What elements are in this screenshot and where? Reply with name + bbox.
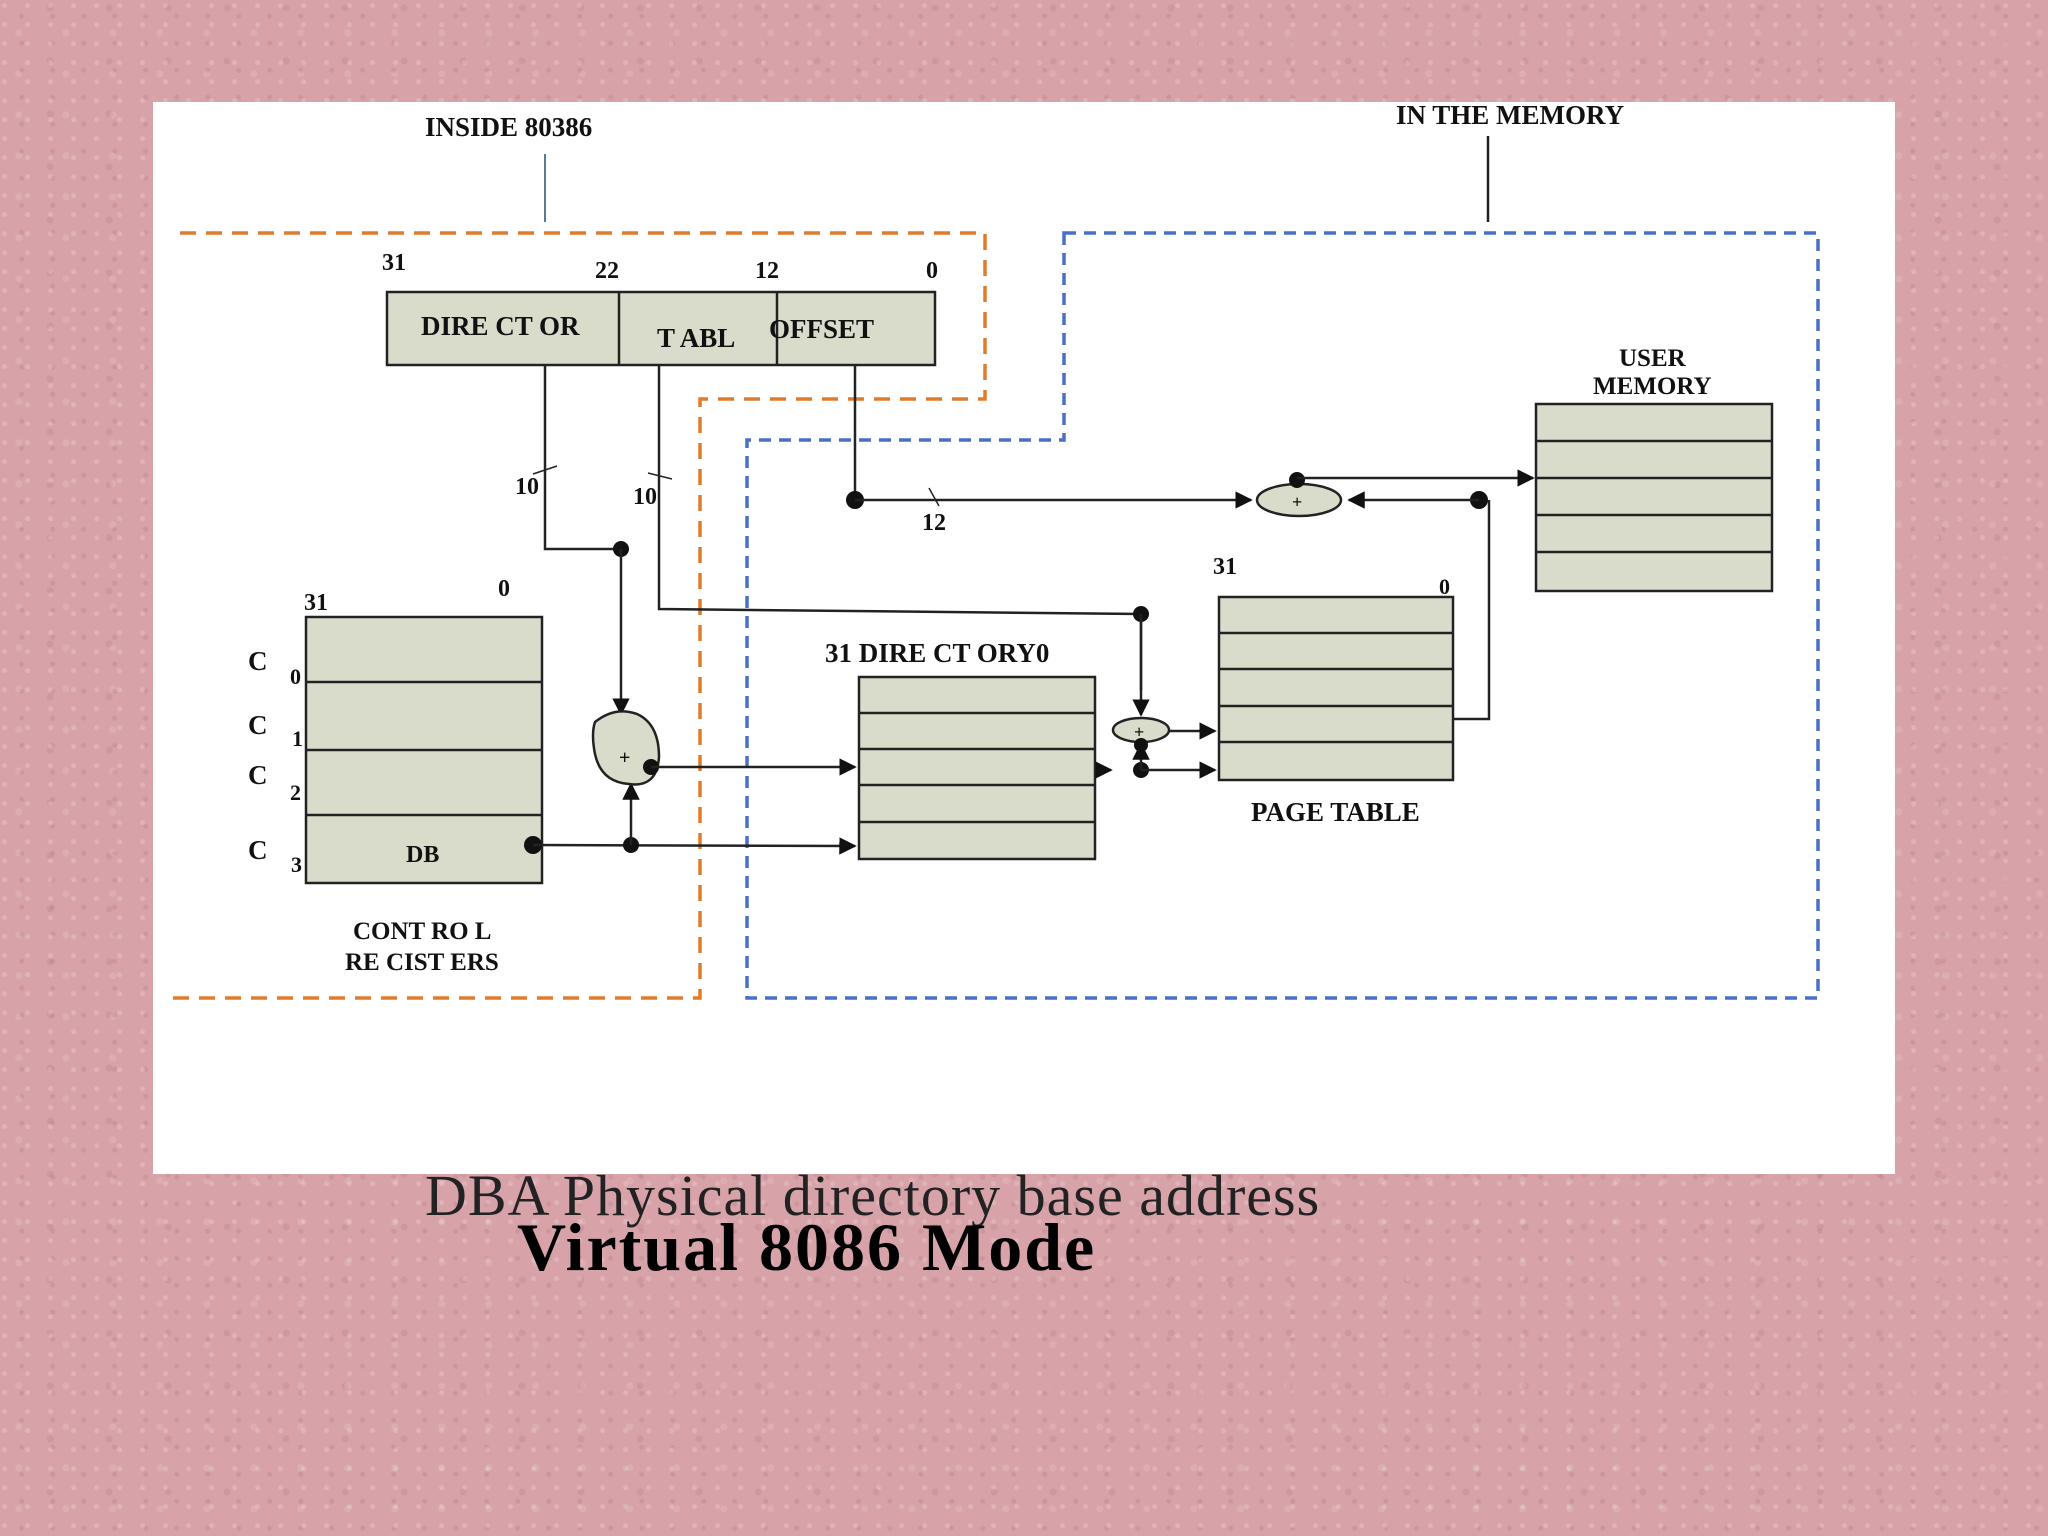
- cr3-index: 3: [291, 852, 302, 877]
- control-bit-0: 0: [498, 576, 510, 602]
- directory-adder-symbol: +: [619, 747, 630, 769]
- figure-caption: DBA Physical directory base address: [425, 1163, 1321, 1228]
- cr1-index: 1: [292, 726, 303, 751]
- cr0-letter: C: [248, 646, 268, 676]
- linear-bit-22: 22: [595, 258, 619, 284]
- paging-diagram: INSIDE 80386 IN THE MEMORY 31 22 12 0 DI…: [167, 102, 1820, 1000]
- page-table-bit-0: 0: [1439, 574, 1450, 599]
- user-memory-title-1: USER: [1619, 345, 1687, 372]
- linear-bit-31: 31: [382, 250, 406, 276]
- directory-bits-wire: [543, 365, 621, 551]
- table-bits-width: 10: [633, 484, 657, 510]
- offset-bits-width: 12: [922, 510, 946, 536]
- user-memory-title-2: MEMORY: [1593, 373, 1712, 400]
- page-table-adder-output-dot: [1134, 738, 1148, 752]
- page-table-entry-out: [1453, 500, 1491, 721]
- user-memory-box: [1534, 402, 1774, 593]
- linear-bit-0: 0: [926, 258, 938, 284]
- cr2-letter: C: [248, 760, 268, 790]
- linear-bit-12: 12: [755, 258, 779, 284]
- slide-title: Virtual 8086 Mode: [517, 1209, 1097, 1285]
- directory-bits-tick: [532, 465, 558, 475]
- memory-adder-symbol: +: [1292, 492, 1302, 512]
- page-table-adder-symbol: +: [1134, 722, 1144, 742]
- page-table-title: PAGE TABLE: [1251, 797, 1420, 827]
- control-registers-title-1: CONT RO L: [353, 918, 491, 945]
- page-table-bit-31: 31: [1213, 554, 1237, 580]
- figure-panel: INSIDE 80386 IN THE MEMORY 31 22 12 0 DI…: [153, 102, 1895, 1228]
- memory-boundary: [745, 231, 1820, 1000]
- cr3-letter: C: [248, 835, 268, 865]
- inside-80386-label: INSIDE 80386: [425, 112, 592, 142]
- page-directory-table: [857, 675, 1097, 861]
- cr2-index: 2: [290, 780, 301, 805]
- offset-field-label: OFFSET: [769, 314, 874, 344]
- in-the-memory-label: IN THE MEMORY: [1396, 102, 1624, 130]
- directory-bits-width: 10: [515, 474, 539, 500]
- table-field-label: T ABL: [657, 323, 735, 353]
- offset-bits-tick: [928, 487, 940, 507]
- directory-adder: [591, 710, 661, 786]
- control-registers-title-2: RE CIST ERS: [345, 949, 499, 976]
- cr1-letter: C: [248, 710, 268, 740]
- db-to-directory-wire: [532, 837, 857, 855]
- cr0-index: 0: [290, 664, 301, 689]
- memory-adder-output-dot: [1289, 472, 1305, 488]
- directory-field-label: DIRE CT OR: [421, 311, 580, 341]
- db-field-label: DB: [406, 842, 439, 868]
- linear-address-register: [385, 290, 937, 367]
- control-bit-31: 31: [304, 590, 328, 616]
- page-table-box: [1217, 595, 1455, 782]
- directory-header-label: 31 DIRE CT ORY0: [825, 638, 1049, 668]
- table-bits-tick: [647, 472, 673, 480]
